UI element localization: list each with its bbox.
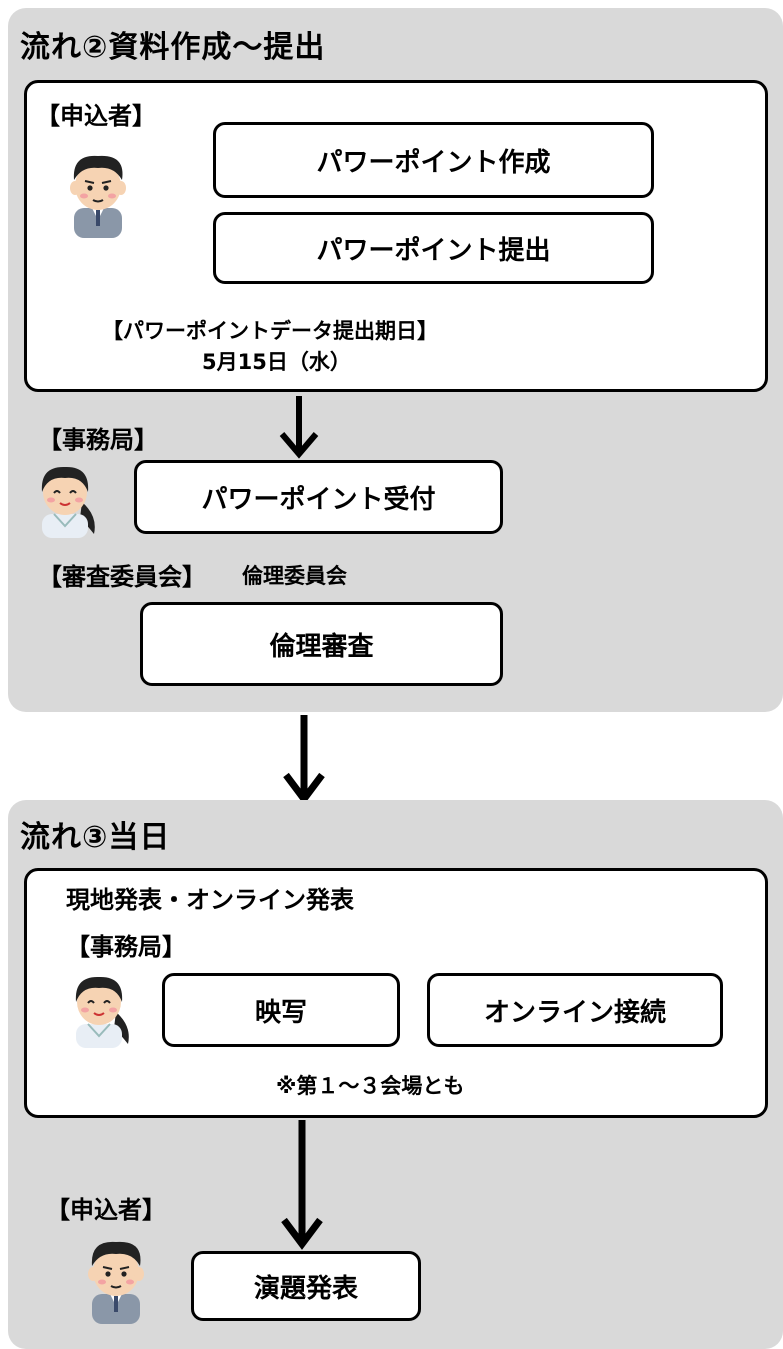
applicant-label: 【申込者】 (36, 102, 156, 130)
section3-title: 流れ③当日 (20, 820, 171, 855)
man-avatar-icon (70, 155, 126, 238)
online-connect-box: オンライン接続 (427, 973, 723, 1047)
venue-note: ※第１～３会場とも (276, 1074, 465, 1098)
woman-avatar-icon (41, 466, 95, 538)
ethics-review-box: 倫理審査 (140, 602, 503, 686)
office-label-day: 【事務局】 (66, 933, 186, 961)
projection-box: 映写 (162, 973, 400, 1047)
down-arrow-icon (279, 396, 319, 459)
deadline-label: 【パワーポイントデータ提出期日】 (102, 319, 438, 343)
section2-title: 流れ②資料作成～提出 (20, 30, 326, 65)
presentation-box: 演題発表 (191, 1251, 421, 1321)
deadline-date: 5月15日（水） (202, 350, 351, 374)
down-arrow-icon (281, 1120, 323, 1250)
ppt-submit-box: パワーポイント提出 (213, 212, 654, 284)
office-label: 【事務局】 (38, 426, 158, 454)
committee-label: 【審査委員会】 (38, 563, 206, 591)
committee-name: 倫理委員会 (242, 564, 347, 588)
ppt-receive-box: パワーポイント受付 (134, 460, 503, 534)
ppt-create-box: パワーポイント作成 (213, 122, 654, 198)
woman-avatar-icon (75, 976, 129, 1048)
applicant-label-day: 【申込者】 (46, 1196, 166, 1224)
man-avatar-icon (88, 1241, 144, 1324)
down-arrow-icon (283, 715, 325, 805)
mode-label: 現地発表・オンライン発表 (66, 886, 354, 914)
